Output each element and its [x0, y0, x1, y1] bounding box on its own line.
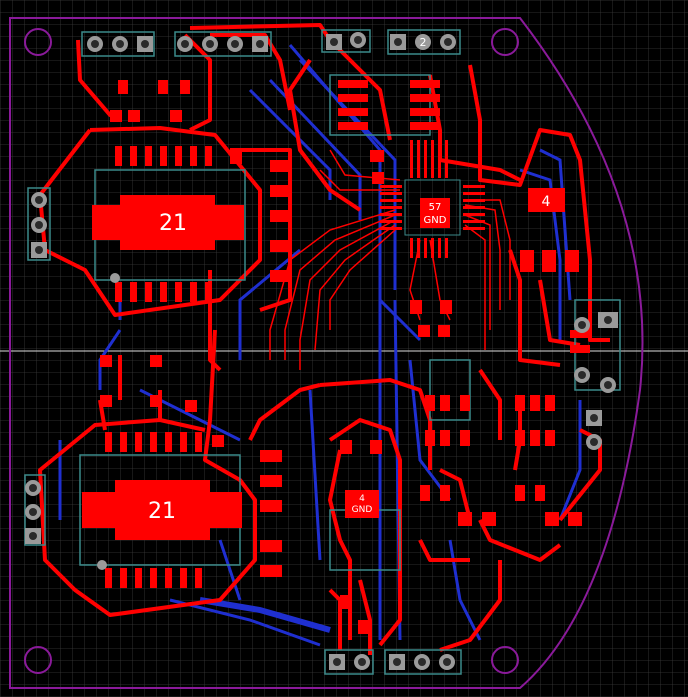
- mcu-net-label: GND: [424, 215, 447, 226]
- misc-round-pads: [97, 273, 120, 570]
- mcu-fanout-traces: [269, 149, 511, 370]
- reg-pin-label: 4: [359, 494, 365, 504]
- ic-lower: [82, 432, 242, 588]
- ic-lower-label: 21: [148, 499, 176, 524]
- bottom-copper-layer: [58, 44, 582, 647]
- header-bottom-b: [384, 649, 462, 675]
- reg-net-label: GND: [352, 505, 373, 515]
- header-pin-label: 2: [420, 36, 427, 49]
- mount-holes: [24, 28, 519, 674]
- header-bottom-a: [324, 649, 374, 675]
- header-top-left: [81, 31, 155, 57]
- header-top-mid: [174, 31, 272, 57]
- mcu-pin-label: 57: [429, 202, 442, 213]
- mount-hole-icon: [491, 28, 519, 56]
- mount-hole-icon: [491, 646, 519, 674]
- header-left-upper: [27, 187, 51, 261]
- board-outline: [9, 17, 644, 689]
- header-left-lower: [25, 480, 41, 544]
- header-top-right-b: [387, 29, 461, 55]
- mount-hole-icon: [24, 646, 52, 674]
- pad-4: [528, 188, 565, 212]
- header-right: [574, 312, 618, 450]
- header-top-right-a: [321, 29, 371, 53]
- ic-upper: [92, 146, 244, 302]
- ic-upper-label: 21: [159, 211, 187, 236]
- mcu-chip: [380, 140, 485, 258]
- mount-hole-icon: [24, 28, 52, 56]
- reg-pad: [345, 490, 379, 518]
- pad-4-label: 4: [542, 194, 551, 210]
- smd-pads: [100, 80, 590, 634]
